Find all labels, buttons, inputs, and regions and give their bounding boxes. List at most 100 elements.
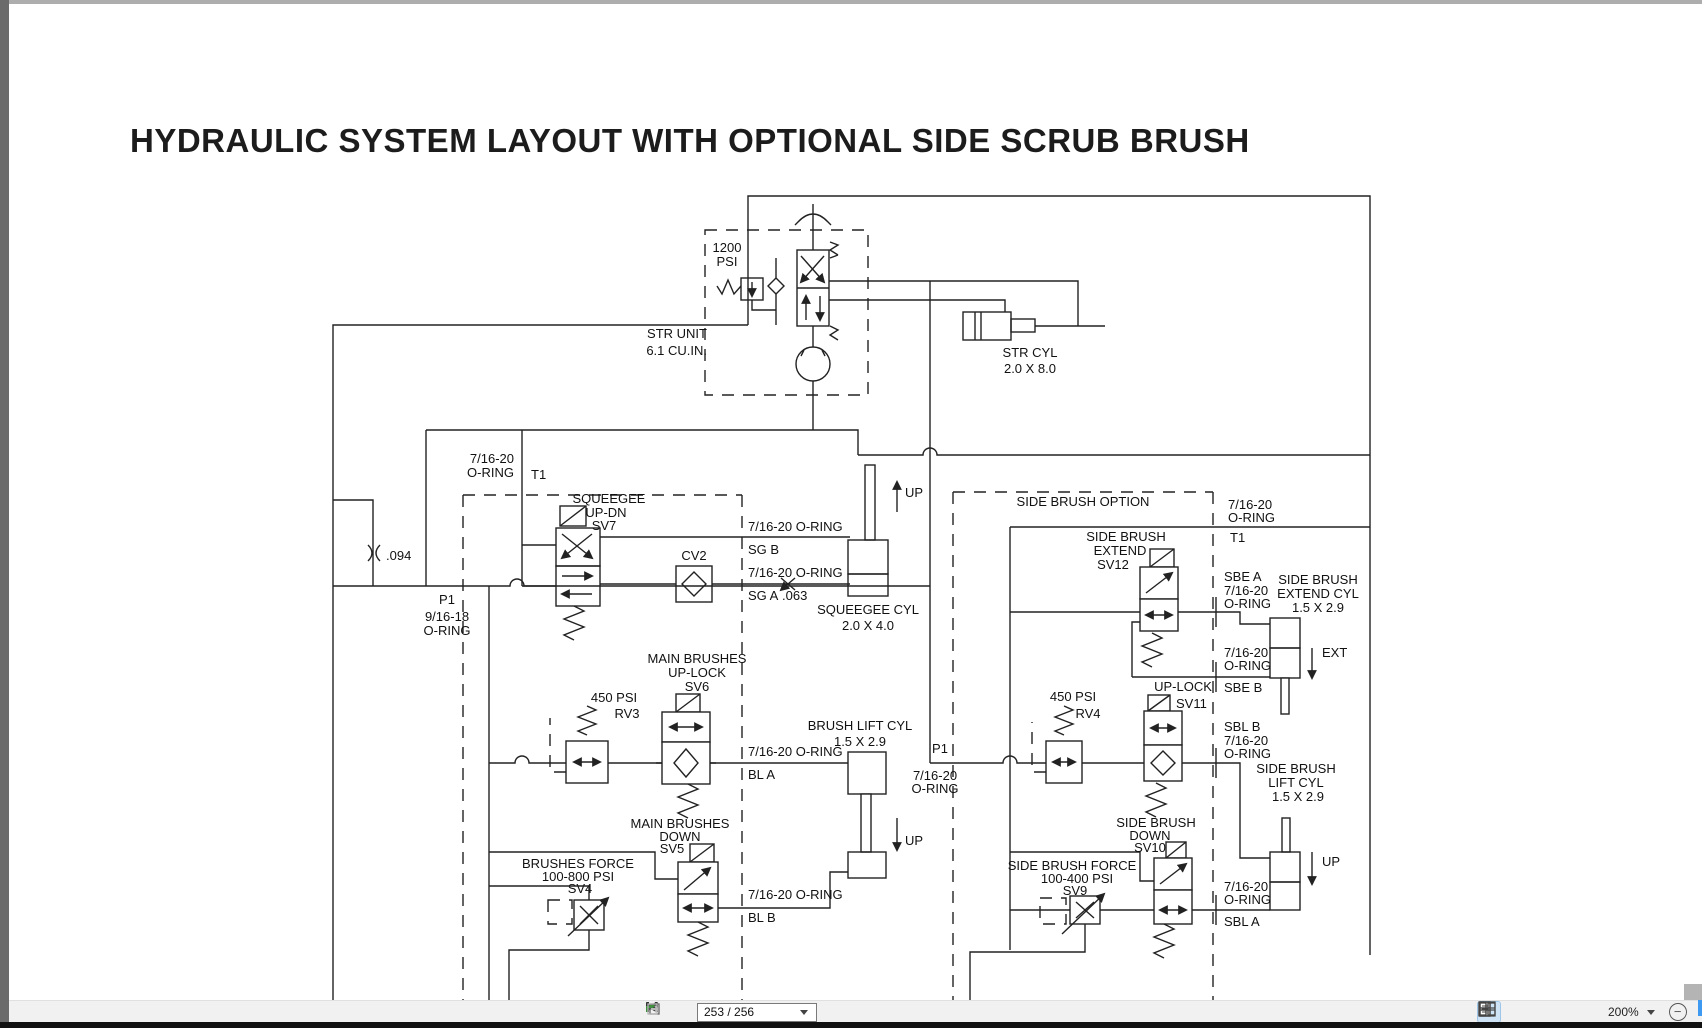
hydraulic-schematic: HYDRAULIC SYSTEM LAYOUT WITH OPTIONAL SI… <box>130 122 1371 1000</box>
svg-text:SIDE BRUSH: SIDE BRUSH <box>1086 529 1165 544</box>
valve-sv11: UP-LOCK SV11 <box>1143 679 1212 818</box>
svg-text:450 PSI: 450 PSI <box>591 690 637 705</box>
orifice-094-icon <box>367 544 381 562</box>
svg-text:SV12: SV12 <box>1097 557 1129 572</box>
bla-hose <box>489 755 848 764</box>
up-label: UP <box>1322 854 1340 869</box>
previous-page-button[interactable] <box>647 1002 689 1021</box>
svg-text:LIFT CYL: LIFT CYL <box>1268 775 1323 790</box>
svg-text:UP-LOCK: UP-LOCK <box>668 665 726 680</box>
window-edge-accent <box>1698 1000 1702 1016</box>
svg-text:BRUSH LIFT CYL: BRUSH LIFT CYL <box>808 718 913 733</box>
svg-text:SQUEEGEE: SQUEEGEE <box>573 491 646 506</box>
sbla-label: SBL A <box>1224 914 1260 929</box>
svg-text:EXTEND CYL: EXTEND CYL <box>1277 586 1359 601</box>
up-label: UP <box>905 485 923 500</box>
svg-text:7/16-20: 7/16-20 <box>1224 583 1268 598</box>
svg-text:UP-LOCK: UP-LOCK <box>1154 679 1212 694</box>
sbeb-hose <box>1131 621 1270 678</box>
valve-rv4: 450 PSI RV4 <box>1031 689 1101 784</box>
check-valve-icon <box>681 571 707 597</box>
svg-text:EXTEND: EXTEND <box>1094 543 1147 558</box>
window-frame-top <box>0 0 1702 4</box>
previous-view-button[interactable] <box>646 1003 895 1021</box>
sga-oring-label: 7/16-20 O-RING <box>748 565 843 580</box>
svg-text:SIDE BRUSH: SIDE BRUSH <box>1116 815 1195 830</box>
spring-icon <box>1140 632 1164 668</box>
zoom-out-button[interactable]: − <box>1668 1003 1687 1021</box>
facing-pages-view-button[interactable] <box>1478 1002 1560 1022</box>
continuous-view-button[interactable] <box>1479 1001 1530 1022</box>
t1-header-line <box>426 429 1370 456</box>
t1-right-label: T1 <box>1230 530 1245 545</box>
svg-text:SV4: SV4 <box>568 881 593 896</box>
next-view-button[interactable] <box>647 1003 921 1021</box>
zoom-level-label[interactable]: 200% <box>1608 1005 1639 1019</box>
valve-sv10: SIDE BRUSH DOWN SV10 <box>1116 815 1196 959</box>
svg-text:SIDE BRUSH FORCE: SIDE BRUSH FORCE <box>1008 858 1137 873</box>
zoom-dropdown-caret-icon[interactable] <box>1646 1009 1655 1015</box>
bla-label: BL A <box>748 767 775 782</box>
relief-pressure-label: 1200 <box>713 240 742 255</box>
svg-text:SV9: SV9 <box>1063 883 1088 898</box>
steering-wheel-icon <box>794 204 832 250</box>
orifice-063-label: .063 <box>782 588 807 603</box>
next-page-button[interactable] <box>646 1002 843 1021</box>
str-cyl-label: STR CYL <box>1003 345 1058 360</box>
svg-text:RV3: RV3 <box>614 706 639 721</box>
sgb-oring-label: 7/16-20 O-RING <box>748 519 843 534</box>
svg-text:9/16-18: 9/16-18 <box>425 609 469 624</box>
valve-sv4: BRUSHES FORCE 100-800 PSI SV4 <box>489 856 634 1000</box>
spring-icon <box>562 605 586 641</box>
svg-text:MAIN BRUSHES: MAIN BRUSHES <box>631 816 730 831</box>
svg-text:1.5 X 2.9: 1.5 X 2.9 <box>834 734 886 749</box>
t1-right-oring-label: 7/16-20 <box>1228 497 1272 512</box>
svg-text:RV4: RV4 <box>1075 706 1100 721</box>
spring-icon <box>1152 923 1176 959</box>
str-unit-label: STR UNIT <box>647 326 707 341</box>
page-dropdown-caret-icon[interactable] <box>800 1009 808 1015</box>
window-bottom-border <box>0 1022 1702 1028</box>
svg-text:SIDE BRUSH: SIDE BRUSH <box>1278 572 1357 587</box>
pdf-viewer-toolbar: 200% − <box>0 1000 1702 1023</box>
svg-text:O-RING: O-RING <box>1224 658 1271 673</box>
sgb-label: SG B <box>748 542 779 557</box>
svg-text:SV10: SV10 <box>1134 840 1166 855</box>
svg-text:7/16-20: 7/16-20 <box>1224 645 1268 660</box>
steer-spring-top <box>828 241 840 259</box>
valve-sv5: MAIN BRUSHES DOWN SV5 <box>631 816 730 957</box>
last-page-button[interactable] <box>646 1002 869 1021</box>
sga-label: SG A <box>748 588 779 603</box>
steering-cylinder: STR CYL 2.0 X 8.0 <box>962 311 1105 376</box>
valve-rv3: 450 PSI RV3 <box>549 690 640 784</box>
squeegee-cylinder: UP SQUEEGEE CYL 2.0 X 4.0 <box>817 464 923 633</box>
svg-text:1.5 X 2.9: 1.5 X 2.9 <box>1272 789 1324 804</box>
steering-dashed-box <box>704 229 869 396</box>
sv10-feed <box>1010 851 1154 882</box>
page-number-input[interactable] <box>698 1004 800 1020</box>
sblb-label: SBL B <box>1224 719 1260 734</box>
left-manifold-box <box>462 494 743 1000</box>
svg-text:SQUEEGEE CYL: SQUEEGEE CYL <box>817 602 919 617</box>
svg-text:100-400 PSI: 100-400 PSI <box>1041 871 1113 886</box>
spring-icon <box>1144 782 1168 818</box>
orifice-094-label: .094 <box>386 548 411 563</box>
svg-text:O-RING: O-RING <box>467 465 514 480</box>
svg-text:SV5: SV5 <box>660 841 685 856</box>
blb-hose <box>718 871 848 909</box>
t1-left-oring-label: 7/16-20 <box>470 451 514 466</box>
window-frame-left <box>0 0 9 1022</box>
orifice-line <box>333 499 374 586</box>
svg-text:6.1 CU.IN.: 6.1 CU.IN. <box>646 343 707 358</box>
continuous-facing-view-button[interactable] <box>1478 1001 1590 1022</box>
up-label: UP <box>905 833 923 848</box>
page-number-field[interactable] <box>697 1002 817 1022</box>
sv5-feed-line <box>489 851 678 880</box>
svg-text:450 PSI: 450 PSI <box>1050 689 1096 704</box>
t1-drop-lines <box>425 430 523 586</box>
page-title: HYDRAULIC SYSTEM LAYOUT WITH OPTIONAL SI… <box>130 122 1250 159</box>
svg-text:UP-DN: UP-DN <box>585 505 626 520</box>
side-brush-lift-cylinder: SIDE BRUSH LIFT CYL 1.5 X 2.9 UP <box>1256 761 1340 911</box>
side-brush-option-label: SIDE BRUSH OPTION <box>1017 494 1150 509</box>
valve-sv9: SIDE BRUSH FORCE 100-400 PSI SV9 <box>969 858 1137 1000</box>
